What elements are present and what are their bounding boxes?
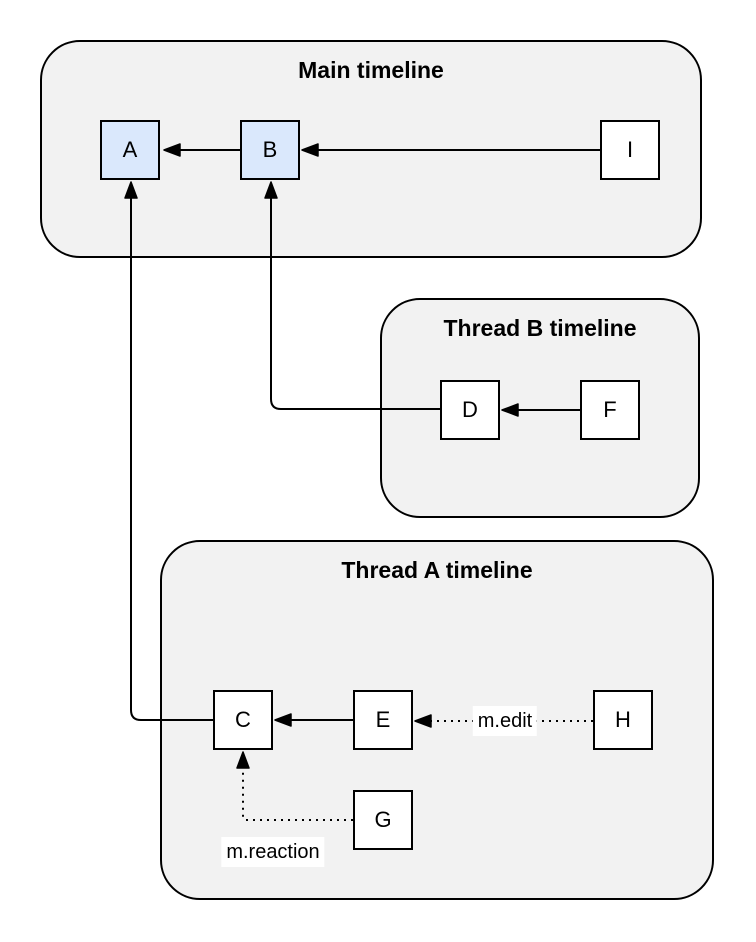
node-a-label: A <box>122 137 138 162</box>
main-timeline-title: Main timeline <box>298 57 444 83</box>
thread-a-timeline-title: Thread A timeline <box>341 557 533 583</box>
edge-label-m-reaction: m.reaction <box>221 837 325 867</box>
node-a: A <box>100 120 160 180</box>
node-g-label: G <box>374 807 392 832</box>
node-c-label: C <box>235 707 251 732</box>
node-e-label: E <box>375 707 391 732</box>
node-h-label: H <box>615 707 631 732</box>
node-b: B <box>240 120 300 180</box>
node-f-label: F <box>603 397 617 422</box>
node-e: E <box>353 690 413 750</box>
edge-label-m-edit: m.edit <box>472 706 538 736</box>
edge-g-to-c <box>236 751 353 821</box>
node-d-label: D <box>462 397 478 422</box>
edge-d-to-b <box>264 181 440 410</box>
container-thread-b-timeline: Thread B timeline <box>380 298 700 518</box>
node-g: G <box>353 790 413 850</box>
node-h: H <box>593 690 653 750</box>
node-c: C <box>213 690 273 750</box>
node-d: D <box>440 380 500 440</box>
node-f: F <box>580 380 640 440</box>
edge-c-to-a <box>124 181 213 721</box>
node-i: I <box>600 120 660 180</box>
node-i-label: I <box>626 137 634 162</box>
node-b-label: B <box>262 137 278 162</box>
thread-b-timeline-title: Thread B timeline <box>443 315 637 341</box>
